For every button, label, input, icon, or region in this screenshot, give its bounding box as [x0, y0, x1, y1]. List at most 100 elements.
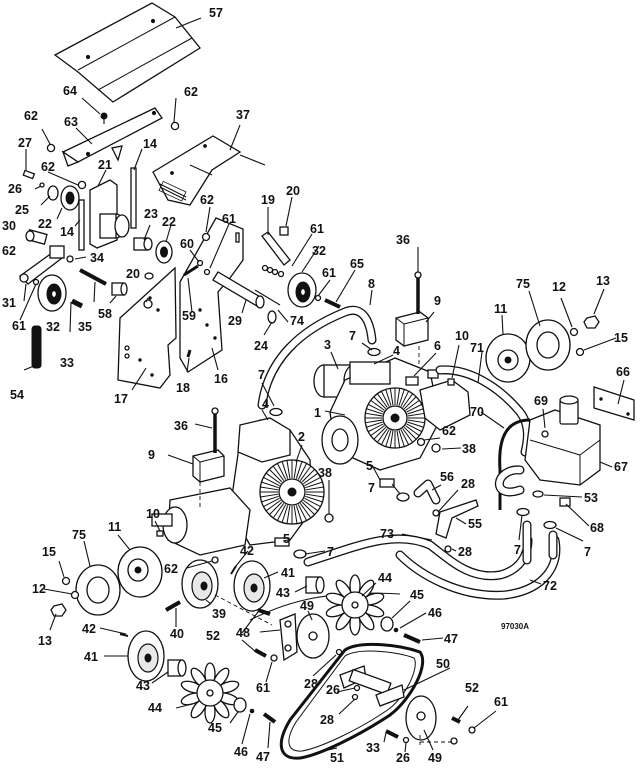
part-65-bolt: [324, 298, 341, 309]
callout-18: 18: [176, 381, 190, 395]
cooling-fin: [272, 465, 285, 481]
cooling-fin: [406, 403, 422, 413]
part-12-washer: [569, 327, 579, 337]
part-59-bolt: [183, 264, 199, 277]
part-46-lockwasher: [249, 708, 255, 714]
part-14-strap: [78, 199, 85, 251]
part-7-clamp: [269, 407, 283, 417]
part-45-washer: [233, 697, 247, 713]
callout-29: 29: [228, 314, 242, 328]
part-19-arm: [261, 231, 291, 266]
callout-52: 52: [206, 629, 220, 643]
cooling-fin: [295, 505, 303, 523]
callout-7: 7: [258, 368, 265, 382]
cooling-fin: [396, 430, 401, 448]
cooling-fin: [368, 403, 384, 413]
part-12-washer: [70, 590, 80, 600]
cooling-fin: [269, 501, 283, 515]
callout-61: 61: [222, 212, 236, 226]
part-61-washer: [450, 737, 458, 745]
cooling-fin: [389, 388, 394, 406]
callout-23: 23: [144, 207, 158, 221]
callout-22: 22: [162, 215, 176, 229]
callout-72: 72: [543, 579, 557, 593]
callout-38: 38: [462, 442, 476, 456]
cooling-fin: [301, 469, 315, 483]
callout-4: 4: [262, 397, 269, 411]
callout-50: 50: [436, 657, 450, 671]
callout-45: 45: [410, 588, 424, 602]
cooling-fin: [263, 497, 280, 507]
fan-center: [206, 689, 214, 697]
part-1-transmission: [321, 357, 471, 471]
part-27-pin: [22, 169, 36, 180]
callout-26: 26: [326, 683, 340, 697]
part-25-spacer: [47, 185, 59, 201]
callout-63: 63: [64, 115, 78, 129]
cooling-fin: [260, 486, 279, 491]
callout-8: 8: [368, 277, 375, 291]
cooling-fin: [400, 391, 410, 407]
callout-7: 7: [584, 545, 591, 559]
cooling-fin: [286, 505, 291, 524]
callout-44: 44: [378, 571, 392, 585]
part-10-clip: [156, 530, 164, 537]
callout-2: 2: [298, 430, 305, 444]
cooling-fin: [402, 428, 414, 443]
part-58-spacer: [111, 282, 128, 296]
callout-47: 47: [256, 750, 270, 764]
cooling-fin: [293, 505, 298, 524]
part-28-nut: [444, 545, 452, 553]
callout-22: 22: [38, 217, 52, 231]
callout-10: 10: [455, 329, 469, 343]
part-73-hose: [303, 534, 533, 581]
callout-12: 12: [552, 280, 566, 294]
cooling-fin: [389, 430, 394, 448]
callout-3: 3: [324, 338, 331, 352]
cooling-fin: [380, 391, 390, 407]
callout-35: 35: [78, 320, 92, 334]
callout-49: 49: [300, 599, 314, 613]
callout-20: 20: [126, 267, 140, 281]
cooling-fin: [305, 481, 323, 489]
part-34-washer: [66, 255, 74, 263]
cooling-fin: [261, 495, 279, 503]
callout-49: 49: [428, 751, 442, 765]
callout-62: 62: [184, 85, 198, 99]
callout-1: 1: [314, 406, 321, 420]
fan-center: [351, 601, 359, 609]
callout-65: 65: [350, 257, 364, 271]
callout-34: 34: [90, 251, 104, 265]
callout-13: 13: [596, 274, 610, 288]
part-20-spacer: [279, 226, 289, 236]
part-18-screw: [186, 349, 192, 358]
part-2-transmission: [151, 417, 325, 556]
callout-68: 68: [590, 521, 604, 535]
callout-33: 33: [60, 356, 74, 370]
callout-42: 42: [240, 544, 254, 558]
cooling-fin: [281, 461, 289, 479]
cooling-fin: [297, 463, 307, 480]
callout-43: 43: [276, 586, 290, 600]
callout-75: 75: [72, 528, 86, 542]
cooling-fin: [385, 430, 392, 447]
callout-51: 51: [330, 751, 344, 765]
part-15-nut: [575, 347, 585, 357]
part-57-cover: [53, 2, 201, 103]
part-54-grip: [31, 325, 42, 369]
callout-73: 73: [380, 527, 394, 541]
cooling-fin: [370, 399, 385, 411]
callout-39: 39: [212, 607, 226, 621]
callout-11: 11: [494, 302, 507, 316]
part-50-idler-bracket: [339, 665, 405, 707]
callout-41: 41: [281, 566, 295, 580]
callout-17: 17: [114, 392, 128, 406]
part-43-spacer: [305, 576, 325, 594]
part-9-spacer-block: [395, 311, 429, 347]
callout-66: 66: [616, 365, 630, 379]
part-15-nut: [61, 576, 71, 586]
part-41-pulley: [127, 630, 165, 682]
callout-71: 71: [470, 341, 484, 355]
cooling-fin: [380, 429, 390, 445]
cooling-fin: [385, 389, 392, 406]
